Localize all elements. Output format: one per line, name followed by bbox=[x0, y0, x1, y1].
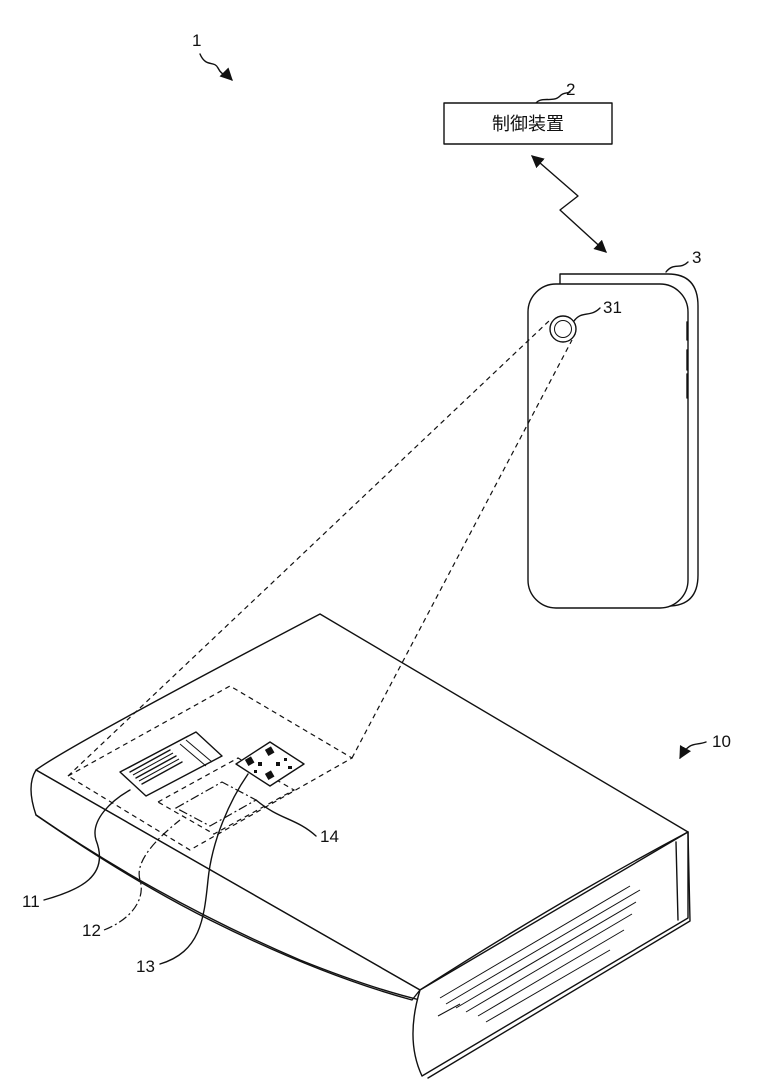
system-ref-leader bbox=[200, 54, 232, 80]
system-reference: 1 bbox=[192, 31, 232, 80]
terminal-device: 3 31 bbox=[528, 248, 701, 608]
camera-outer bbox=[550, 316, 576, 342]
wireless-link-arrow bbox=[532, 156, 606, 252]
book: 10 bbox=[31, 614, 731, 1078]
qr-ref-number: 13 bbox=[136, 957, 155, 976]
camera-ref-number: 31 bbox=[603, 298, 622, 317]
book-ref-leader bbox=[680, 742, 706, 758]
book-ref-number: 10 bbox=[712, 732, 731, 751]
area-14-ref-number: 14 bbox=[320, 827, 339, 846]
terminal-ref-leader bbox=[666, 262, 688, 272]
barcode-ref-number: 11 bbox=[22, 892, 40, 911]
terminal-ref-number: 3 bbox=[692, 248, 701, 267]
controller-box-label: 制御装置 bbox=[492, 114, 564, 135]
controller-device: 2 制御装置 bbox=[444, 80, 612, 144]
system-ref-number: 1 bbox=[192, 31, 201, 50]
area-12-ref-number: 12 bbox=[82, 921, 101, 940]
controller-ref-number: 2 bbox=[566, 80, 575, 99]
